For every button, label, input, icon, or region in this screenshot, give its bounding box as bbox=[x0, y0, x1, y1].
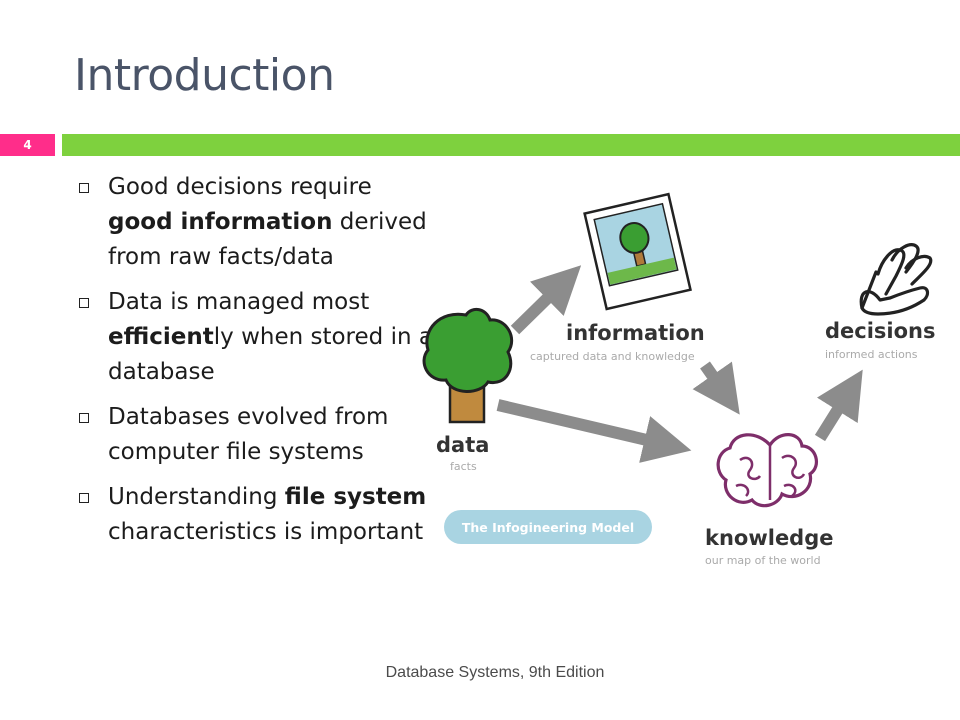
hand-icon bbox=[859, 243, 933, 316]
bold-text: efficient bbox=[108, 324, 214, 350]
bold-text: file system bbox=[284, 484, 427, 510]
data-sublabel: facts bbox=[450, 460, 477, 473]
knowledge-label: knowledge bbox=[705, 526, 834, 550]
information-label: information bbox=[566, 321, 705, 345]
infogineering-diagram: data facts information captured data and… bbox=[422, 192, 936, 567]
decisions-label: decisions bbox=[825, 319, 936, 343]
bullet-item: Good decisions require good information … bbox=[78, 170, 433, 275]
arrow-data-to-knowledge bbox=[496, 399, 692, 463]
slide-footer: Database Systems, 9th Edition bbox=[385, 664, 605, 681]
slide-title: Introduction bbox=[74, 50, 335, 101]
square-bullet-icon bbox=[79, 298, 89, 308]
header-bar bbox=[62, 134, 960, 156]
slide-number: 4 bbox=[0, 134, 55, 156]
tree-icon bbox=[422, 307, 514, 424]
square-bullet-icon bbox=[79, 183, 89, 193]
bullet-item: Databases evolved from computer file sys… bbox=[78, 400, 433, 470]
arrow-data-to-information bbox=[510, 265, 582, 335]
data-label: data bbox=[436, 433, 489, 457]
bullet-item: Understanding file system characteristic… bbox=[78, 480, 433, 550]
square-bullet-icon bbox=[79, 413, 89, 423]
knowledge-sublabel: our map of the world bbox=[705, 554, 821, 567]
arrow-knowledge-to-decisions bbox=[814, 369, 863, 442]
model-badge: The Infogineering Model bbox=[444, 510, 652, 544]
arrow-information-to-knowledge bbox=[692, 361, 740, 415]
bullet-list: Good decisions require good information … bbox=[78, 170, 433, 560]
bold-text: good information bbox=[108, 209, 333, 235]
square-bullet-icon bbox=[79, 493, 89, 503]
information-sublabel: captured data and knowledge bbox=[530, 350, 695, 363]
model-badge-label: The Infogineering Model bbox=[462, 520, 634, 535]
decisions-sublabel: informed actions bbox=[825, 348, 918, 361]
polaroid-photo-icon bbox=[583, 192, 692, 311]
brain-icon bbox=[716, 433, 819, 508]
bullet-item: Data is managed most efficiently when st… bbox=[78, 285, 433, 390]
